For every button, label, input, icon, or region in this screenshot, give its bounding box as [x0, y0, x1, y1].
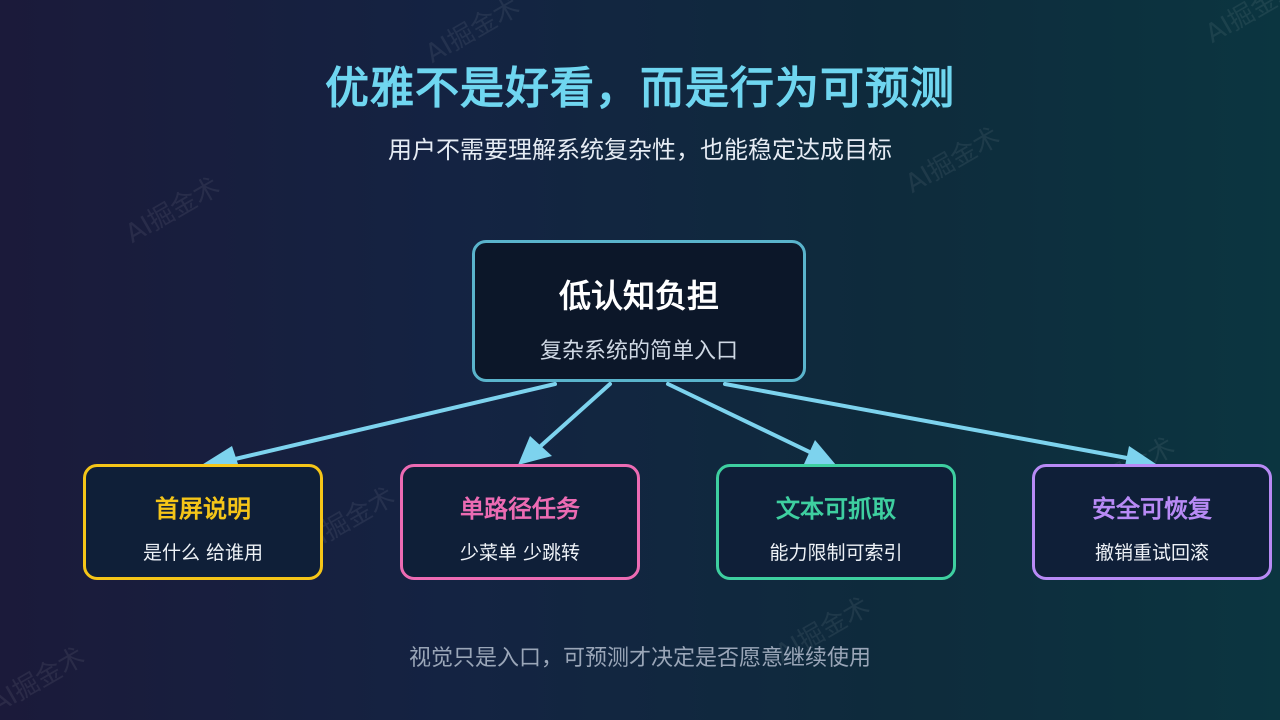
page-title: 优雅不是好看，而是行为可预测: [325, 63, 955, 114]
footer-note: 视觉只是入口，可预测才决定是否愿意继续使用: [408, 646, 871, 671]
child-node-first-screen: 首屏说明 是什么 给谁用: [83, 464, 323, 580]
child-node-description: 能力限制可索引: [769, 542, 903, 564]
child-node-title: 文本可抓取: [776, 495, 896, 523]
center-node-description: 复杂系统的简单入口: [539, 339, 738, 364]
connector-arrow: [532, 382, 612, 454]
page-subtitle: 用户不需要理解系统复杂性，也能稳定达成目标: [388, 136, 892, 164]
center-node-title: 低认知负担: [558, 277, 719, 315]
child-node-title: 安全可恢复: [1092, 495, 1212, 523]
child-node-description: 撤销重试回滚: [1094, 542, 1209, 564]
arrowhead-icon: [518, 436, 552, 465]
child-node-title: 单路径任务: [460, 495, 580, 523]
arrowhead-icon: [804, 440, 836, 465]
connector-arrow: [723, 382, 1140, 462]
child-node-title: 首屏说明: [155, 495, 251, 523]
connector-arrow: [666, 382, 820, 458]
child-node-description: 是什么 给谁用: [142, 542, 264, 564]
child-node-text-crawlable: 文本可抓取 能力限制可索引: [716, 464, 956, 580]
child-node-single-path: 单路径任务 少菜单 少跳转: [400, 464, 640, 580]
child-node-safe-recoverable: 安全可恢复 撤销重试回滚: [1032, 464, 1272, 580]
child-node-description: 少菜单 少跳转: [459, 542, 581, 564]
connector-arrow: [216, 382, 557, 465]
center-node: 低认知负担 复杂系统的简单入口: [472, 240, 806, 382]
